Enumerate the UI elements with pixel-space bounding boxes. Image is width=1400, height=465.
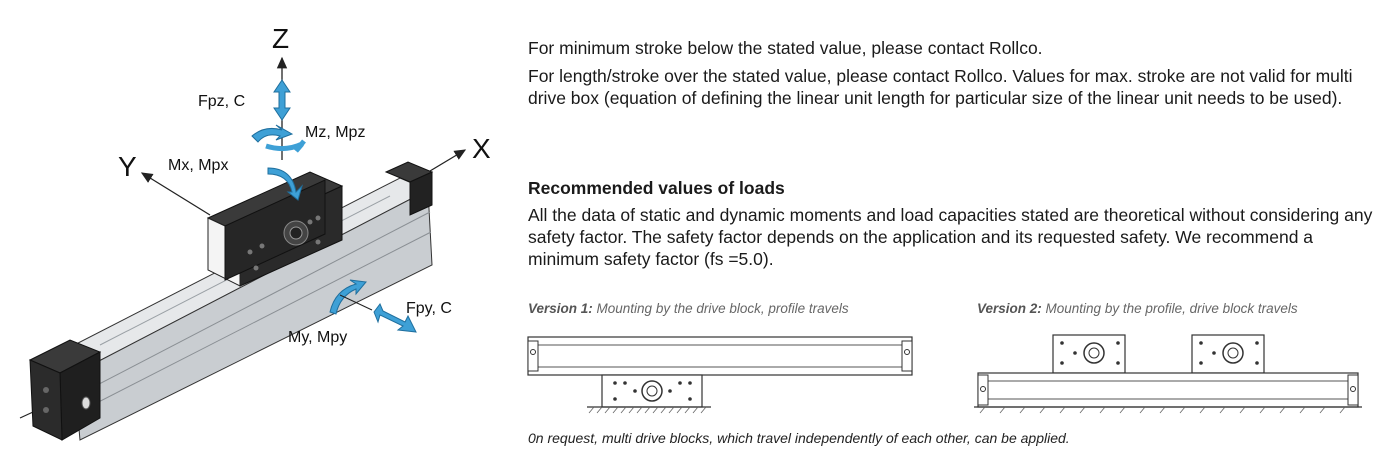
end-cap-far bbox=[384, 161, 434, 216]
min-stroke-paragraph: For minimum stroke below the stated valu… bbox=[528, 38, 1043, 58]
fpy-label: Fpy, C bbox=[406, 300, 452, 317]
section-heading: Recommended values of loads bbox=[528, 178, 785, 198]
y-axis-line bbox=[140, 172, 211, 216]
x-axis-label: X bbox=[472, 133, 491, 164]
version-1-text: Mounting by the drive block, profile tra… bbox=[592, 301, 849, 316]
z-axis-label: Z bbox=[272, 23, 289, 54]
version-2-text: Mounting by the profile, drive block tra… bbox=[1041, 301, 1298, 316]
version-2-caption: Version 2: Mounting by the profile, driv… bbox=[977, 301, 1298, 316]
version-1-label: Version 1: bbox=[528, 301, 593, 316]
version-2-label: Version 2: bbox=[977, 301, 1042, 316]
loads-paragraph: All the data of static and dynamic momen… bbox=[528, 205, 1373, 269]
fpz-arrow bbox=[273, 79, 291, 121]
max-stroke-paragraph: For length/stroke over the stated value,… bbox=[528, 66, 1353, 108]
version-1-drawing bbox=[527, 336, 913, 414]
my-label: My, Mpy bbox=[288, 329, 347, 346]
version-1-caption: Version 1: Mounting by the drive block, … bbox=[528, 301, 849, 316]
y-axis-label: Y bbox=[118, 151, 137, 182]
mx-label: Mx, Mpx bbox=[168, 157, 228, 174]
footnote: 0n request, multi drive blocks, which tr… bbox=[528, 430, 1070, 446]
mz-label: Mz, Mpz bbox=[305, 124, 365, 141]
mz-arrow bbox=[251, 124, 306, 153]
drive-block-carriage bbox=[206, 171, 344, 287]
linear-unit-diagram: Z X Y Fpz, C Mz, Mpz Mx, Mpx Fpy, C My, … bbox=[19, 23, 491, 441]
my-arrow bbox=[329, 279, 367, 315]
version-2-drawing bbox=[974, 334, 1362, 414]
fpy-arrow bbox=[339, 294, 417, 333]
mx-arrow bbox=[267, 167, 304, 201]
fpz-label: Fpz, C bbox=[198, 93, 245, 110]
end-cap-near bbox=[28, 339, 102, 441]
